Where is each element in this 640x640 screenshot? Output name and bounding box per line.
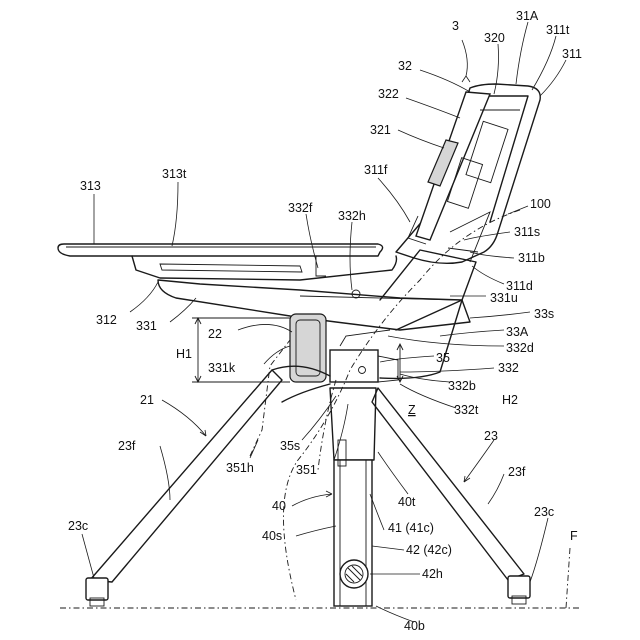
label-21: 21 [140, 393, 154, 407]
label-F: F [570, 529, 578, 543]
label-321: 321 [370, 123, 391, 137]
label-332h: 332h [338, 209, 366, 223]
label-H1: H1 [176, 347, 192, 361]
label-40b: 40b [404, 619, 425, 633]
leader-31A [516, 22, 528, 84]
leader-40 [292, 494, 332, 506]
label-41: 41 (41c) [388, 521, 434, 535]
label-H2: H2 [502, 393, 518, 407]
bracket-332d [340, 330, 390, 346]
foot-23c-left [86, 578, 108, 600]
leader-23f-right [488, 474, 504, 504]
leader-322 [406, 98, 460, 118]
label-33A: 33A [506, 325, 529, 339]
label-42: 42 (42c) [406, 543, 452, 557]
label-320: 320 [484, 31, 505, 45]
label-Z: Z [408, 403, 416, 417]
label-40t: 40t [398, 495, 416, 509]
label-23f-left: 23f [118, 439, 136, 453]
leader-40s [296, 526, 336, 536]
label-35s: 35s [280, 439, 300, 453]
leader-33s [470, 312, 530, 318]
leader-320 [494, 44, 499, 94]
connectors [290, 314, 398, 382]
foot-23c-right [508, 576, 530, 598]
label-351h: 351h [226, 461, 254, 475]
label-23c-left: 23c [68, 519, 88, 533]
leader-33A [440, 330, 504, 336]
column-40 [330, 388, 376, 606]
label-23f-right: 23f [508, 465, 526, 479]
leader-23-arrow [464, 476, 470, 482]
label-35: 35 [436, 351, 450, 365]
label-33s: 33s [534, 307, 554, 321]
leader-23f-left [160, 446, 170, 500]
label-332: 332 [498, 361, 519, 375]
label-311f: 311f [364, 163, 388, 177]
backrest-frame-311d [450, 212, 490, 262]
leader-21 [162, 400, 206, 436]
leader-22 [238, 324, 292, 332]
seat-cushion-313 [58, 244, 383, 256]
leader-23 [464, 440, 494, 482]
leader-3-arrow [462, 76, 470, 82]
label-331u: 331u [490, 291, 518, 305]
leader-3 [462, 40, 467, 76]
label-42h: 42h [422, 567, 443, 581]
leader-311 [540, 60, 566, 96]
leader-351h [250, 440, 258, 458]
axis-F [566, 548, 570, 608]
leader-331k [264, 346, 290, 364]
label-23: 23 [484, 429, 498, 443]
leg-arch-right [282, 384, 330, 402]
bracket-332 [330, 350, 378, 382]
label-31A: 31A [516, 9, 539, 23]
leader-313t [172, 182, 178, 246]
label-40s: 40s [262, 529, 282, 543]
label-332f: 332f [288, 201, 313, 215]
label-22: 22 [208, 327, 222, 341]
label-312: 312 [96, 313, 117, 327]
column-sleeve-351 [330, 388, 376, 460]
seat-shell-312 [132, 256, 397, 280]
label-32: 32 [398, 59, 412, 73]
backrest-frame-311b [448, 248, 478, 252]
label-322: 322 [378, 87, 399, 101]
leader-23c-left [82, 534, 94, 578]
leader-42 [372, 546, 404, 550]
leader-100 [508, 206, 528, 214]
leader-312 [130, 282, 158, 312]
seat [58, 244, 397, 298]
label-331k: 331k [208, 361, 236, 375]
label-23c-right: 23c [534, 505, 554, 519]
label-40: 40 [272, 499, 286, 513]
leader-23c-right [530, 518, 548, 582]
label-311t: 311t [546, 23, 570, 37]
frame-33s-lower [380, 300, 462, 378]
leader-35 [380, 356, 434, 362]
leader-332 [400, 368, 494, 372]
leader-311d [472, 266, 504, 284]
label-313: 313 [80, 179, 101, 193]
label-311b: 311b [518, 251, 545, 265]
leader-311f [378, 178, 410, 222]
leader-332d [388, 336, 504, 346]
label-331: 331 [136, 319, 157, 333]
label-100: 100 [530, 197, 551, 211]
label-332t: 332t [454, 403, 479, 417]
leg-21-left [90, 370, 282, 582]
leader-40t [378, 452, 408, 494]
label-351: 351 [296, 463, 317, 477]
label-332b: 332b [448, 379, 476, 393]
label-311: 311 [562, 47, 582, 61]
label-313t: 313t [162, 167, 187, 181]
label-fig: 3 [452, 19, 459, 33]
label-332d: 332d [506, 341, 534, 355]
leader-321 [398, 130, 444, 148]
label-311s: 311s [514, 225, 540, 239]
axis-100 [283, 210, 520, 600]
seat-underside-bar [160, 264, 302, 272]
